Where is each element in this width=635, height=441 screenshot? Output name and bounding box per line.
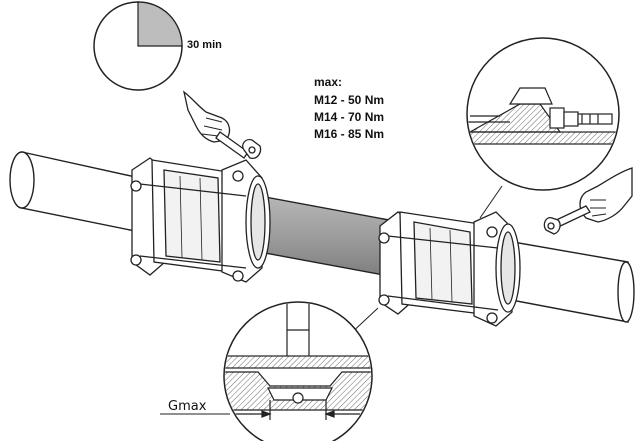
left-coupling xyxy=(130,157,271,283)
timer-clock: 30 min xyxy=(93,1,222,91)
timer-elapsed-wedge xyxy=(137,1,183,47)
hand-wrench-right xyxy=(543,167,633,235)
pipe xyxy=(9,151,635,323)
gap-detail-view: Gmax xyxy=(160,301,379,441)
torque-table: max: M12 - 50 Nm M14 - 70 Nm M16 - 85 Nm xyxy=(314,75,384,141)
right-coupling xyxy=(378,211,521,327)
gap-label: Gmax xyxy=(168,399,207,414)
hand-wrench-left xyxy=(182,90,262,159)
timer-label: 30 min xyxy=(187,39,222,51)
torque-row-m16: M16 - 85 Nm xyxy=(314,127,384,141)
torque-row-m14: M14 - 70 Nm xyxy=(314,110,384,124)
bolt-detail-view xyxy=(466,37,620,219)
torque-header: max: xyxy=(314,75,342,89)
torque-row-m12: M12 - 50 Nm xyxy=(314,93,384,107)
